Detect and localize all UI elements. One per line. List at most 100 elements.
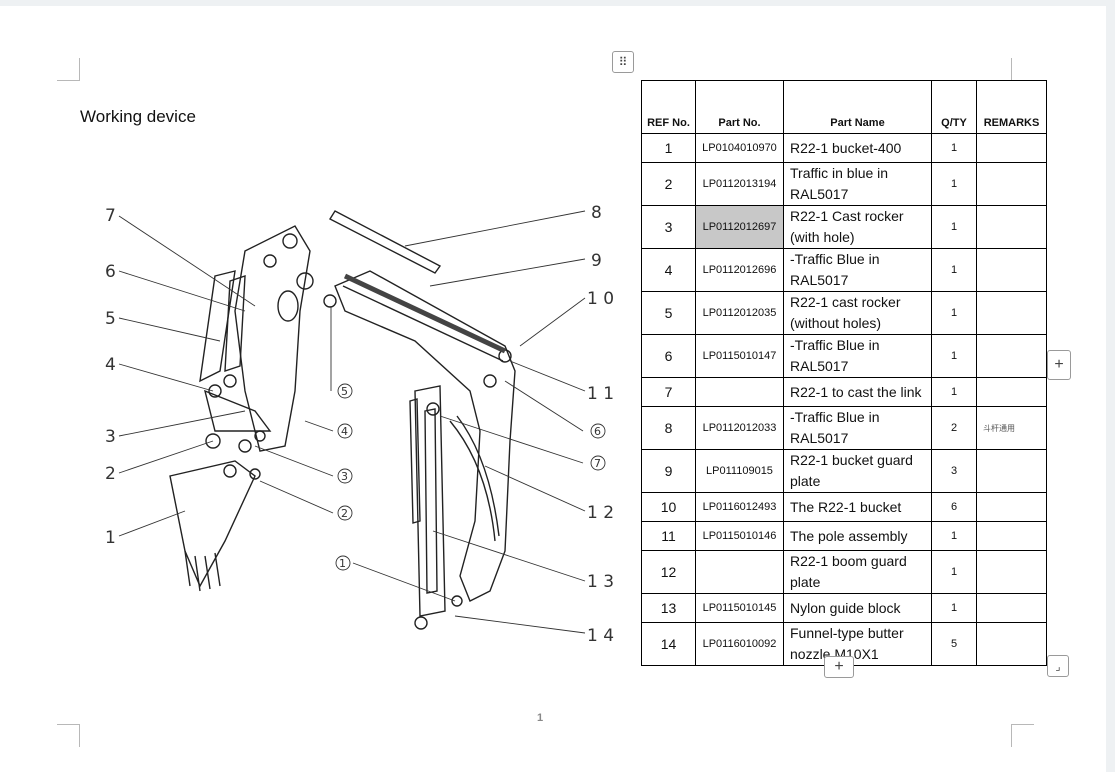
callout-14: 1 4: [587, 626, 614, 646]
header-ref: REF No.: [641, 80, 696, 134]
cell-qty[interactable]: 1: [931, 205, 977, 249]
cell-ref[interactable]: 1: [641, 133, 696, 163]
section-title: Working device: [80, 107, 196, 126]
cell-remarks[interactable]: [976, 133, 1047, 163]
parts-table: REF No. Part No. Part Name Q/TY REMARKS …: [641, 80, 1047, 666]
cell-part-name[interactable]: R22-1 cast rocker (without holes): [783, 291, 932, 335]
cell-remarks[interactable]: [976, 205, 1047, 249]
document-page: Working device: [0, 6, 1106, 772]
cell-part-no[interactable]: LP0104010970: [695, 133, 784, 163]
cell-remarks[interactable]: [976, 248, 1047, 292]
cell-remarks[interactable]: [976, 162, 1047, 206]
cell-part-no[interactable]: LP0112013194: [695, 162, 784, 206]
move-handle-icon: ⠿: [618, 55, 628, 69]
cell-part-no[interactable]: LP0116010092: [695, 622, 784, 666]
cell-part-no[interactable]: LP0112012696: [695, 248, 784, 292]
table-row: 6 LP0115010147 -Traffic Blue in RAL5017 …: [641, 334, 1047, 378]
cell-remarks[interactable]: [976, 334, 1047, 378]
cell-ref[interactable]: 3: [641, 205, 696, 249]
cell-remarks[interactable]: [976, 449, 1047, 493]
header-remarks: REMARKS: [976, 80, 1047, 134]
cell-part-name[interactable]: The pole assembly: [783, 521, 932, 551]
cell-part-name[interactable]: R22-1 to cast the link: [783, 377, 932, 407]
cell-ref[interactable]: 4: [641, 248, 696, 292]
cell-qty[interactable]: 1: [931, 162, 977, 206]
add-column-button[interactable]: +: [1047, 350, 1071, 380]
cell-ref[interactable]: 14: [641, 622, 696, 666]
cell-part-name[interactable]: -Traffic Blue in RAL5017: [783, 248, 932, 292]
cell-part-no[interactable]: LP0115010147: [695, 334, 784, 378]
cell-part-name[interactable]: -Traffic Blue in RAL5017: [783, 334, 932, 378]
cell-ref[interactable]: 13: [641, 593, 696, 623]
table-resize-handle[interactable]: ⌟: [1047, 655, 1069, 677]
cell-part-no[interactable]: LP0112012033: [695, 406, 784, 450]
cell-remarks[interactable]: [976, 377, 1047, 407]
cell-remarks[interactable]: [976, 550, 1047, 594]
cell-qty[interactable]: 1: [931, 133, 977, 163]
cell-qty[interactable]: 1: [931, 377, 977, 407]
cell-part-no[interactable]: LP0115010145: [695, 593, 784, 623]
cell-part-no[interactable]: [695, 377, 784, 407]
cell-ref[interactable]: 7: [641, 377, 696, 407]
callout-9: 9: [591, 251, 602, 271]
cell-qty[interactable]: 1: [931, 291, 977, 335]
cell-ref[interactable]: 2: [641, 162, 696, 206]
cell-remarks[interactable]: [976, 291, 1047, 335]
table-row: 4 LP0112012696 -Traffic Blue in RAL5017 …: [641, 248, 1047, 292]
callout-11: 1 1: [587, 384, 614, 404]
cell-part-name[interactable]: R22-1 Cast rocker (with hole): [783, 205, 932, 249]
table-row: 2 LP0112013194 Traffic in blue in RAL501…: [641, 162, 1047, 206]
cell-part-no-selected[interactable]: LP0112012697: [695, 205, 784, 249]
circled-callout-7: 7: [594, 457, 601, 470]
plus-icon: +: [1054, 356, 1064, 373]
cell-part-name[interactable]: The R22-1 bucket: [783, 492, 932, 522]
circled-callout-4: 4: [341, 425, 348, 438]
cell-part-name[interactable]: Nylon guide block: [783, 593, 932, 623]
circled-callout-3: 3: [341, 470, 348, 483]
cell-part-name[interactable]: R22-1 boom guard plate: [783, 550, 932, 594]
add-row-button[interactable]: +: [824, 656, 854, 678]
table-move-handle[interactable]: ⠿: [612, 51, 634, 73]
circled-callout-1: 1: [339, 557, 346, 570]
cell-ref[interactable]: 9: [641, 449, 696, 493]
cell-ref[interactable]: 10: [641, 492, 696, 522]
cell-ref[interactable]: 5: [641, 291, 696, 335]
cell-remarks[interactable]: [976, 492, 1047, 522]
cell-qty[interactable]: 1: [931, 550, 977, 594]
callout-2: 2: [105, 464, 116, 484]
table-row: 9 LP011109015 R22-1 bucket guard plate 3: [641, 449, 1047, 493]
cell-part-no[interactable]: LP011109015: [695, 449, 784, 493]
header-part-name: Part Name: [783, 80, 932, 134]
table-row: 1 LP0104010970 R22-1 bucket-400 1: [641, 133, 1047, 163]
cell-part-name[interactable]: Traffic in blue in RAL5017: [783, 162, 932, 206]
cell-part-no[interactable]: LP0116012493: [695, 492, 784, 522]
cell-remarks[interactable]: [976, 521, 1047, 551]
callout-1: 1: [105, 528, 116, 548]
cell-part-name[interactable]: R22-1 bucket guard plate: [783, 449, 932, 493]
cell-qty[interactable]: 3: [931, 449, 977, 493]
cell-remarks[interactable]: 斗杆通用: [976, 406, 1047, 450]
cell-ref[interactable]: 6: [641, 334, 696, 378]
cell-ref[interactable]: 11: [641, 521, 696, 551]
cell-remarks[interactable]: [976, 593, 1047, 623]
excavator-arm-diagram: 7 6 5 4 3 2 1 8 9 1 0 1 1 1 2 1 3 1 4 5 …: [105, 203, 614, 646]
cell-part-name[interactable]: R22-1 bucket-400: [783, 133, 932, 163]
cell-ref[interactable]: 8: [641, 406, 696, 450]
cell-remarks[interactable]: [976, 622, 1047, 666]
cell-part-name[interactable]: Funnel-type butter nozzle M10X1: [783, 622, 932, 666]
cell-part-name[interactable]: -Traffic Blue in RAL5017: [783, 406, 932, 450]
cell-part-no[interactable]: LP0115010146: [695, 521, 784, 551]
table-row: 3 LP0112012697 R22-1 Cast rocker (with h…: [641, 205, 1047, 249]
cell-qty[interactable]: 1: [931, 334, 977, 378]
cell-qty[interactable]: 6: [931, 492, 977, 522]
table-row: 13 LP0115010145 Nylon guide block 1: [641, 593, 1047, 623]
crop-mark-bottom-left: [57, 724, 80, 747]
cell-part-no[interactable]: [695, 550, 784, 594]
cell-qty[interactable]: 1: [931, 521, 977, 551]
cell-qty[interactable]: 1: [931, 248, 977, 292]
cell-qty[interactable]: 1: [931, 593, 977, 623]
cell-qty[interactable]: 2: [931, 406, 977, 450]
cell-part-no[interactable]: LP0112012035: [695, 291, 784, 335]
cell-qty[interactable]: 5: [931, 622, 977, 666]
cell-ref[interactable]: 12: [641, 550, 696, 594]
